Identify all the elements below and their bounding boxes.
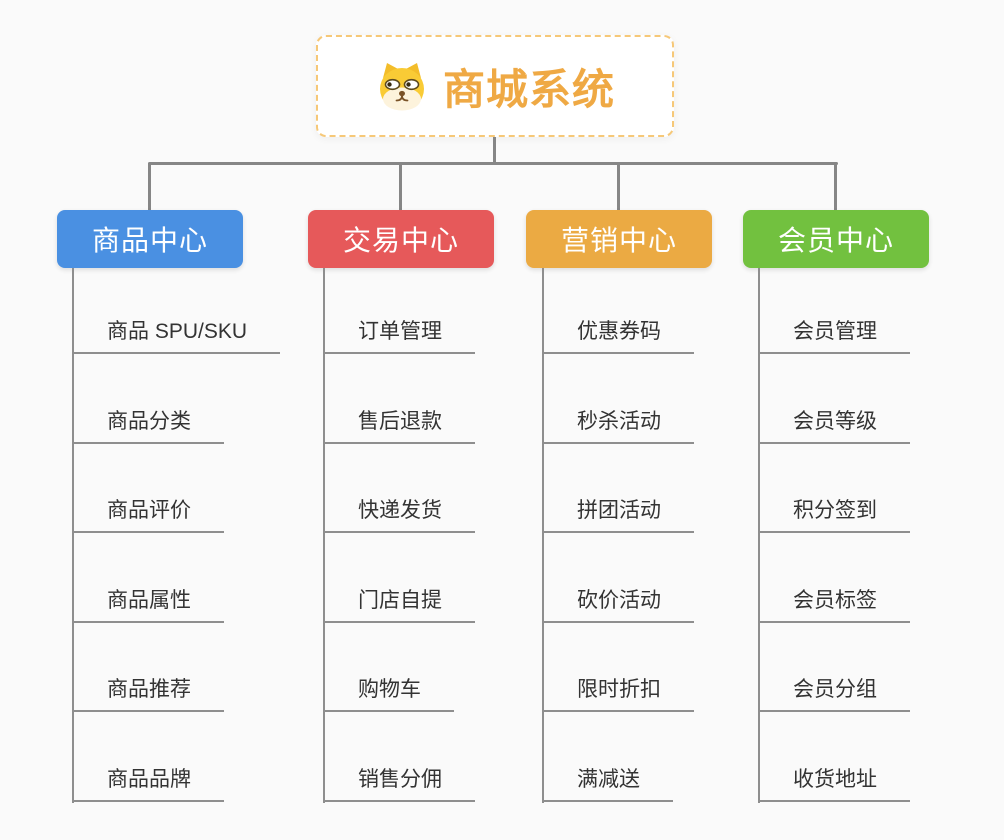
child-label: 订单管理 bbox=[358, 320, 442, 343]
child-label: 商品推荐 bbox=[107, 678, 191, 701]
dog-face-icon bbox=[375, 61, 429, 111]
child-label: 商品属性 bbox=[107, 589, 191, 612]
root-node-mall-system[interactable]: 商城系统 bbox=[316, 35, 674, 137]
child-label: 售后退款 bbox=[358, 410, 442, 433]
child-topic-product-brand[interactable]: 商品品牌 bbox=[72, 760, 224, 802]
child-topic-product-review[interactable]: 商品评价 bbox=[72, 491, 224, 533]
branch-label: 交易中心 bbox=[342, 225, 459, 256]
child-label: 快递发货 bbox=[358, 499, 442, 522]
child-label: 会员标签 bbox=[793, 589, 877, 612]
child-label: 会员管理 bbox=[793, 320, 877, 343]
child-topic-shipping-address[interactable]: 收货地址 bbox=[758, 760, 910, 802]
child-topic-product-category[interactable]: 商品分类 bbox=[72, 402, 224, 444]
child-topic-bargain-activity[interactable]: 砍价活动 bbox=[542, 581, 694, 623]
child-topic-member-tag[interactable]: 会员标签 bbox=[758, 581, 910, 623]
child-topic-limited-time-discount[interactable]: 限时折扣 bbox=[542, 670, 694, 712]
child-label: 会员分组 bbox=[793, 678, 877, 701]
child-topic-full-reduction[interactable]: 满减送 bbox=[542, 760, 673, 802]
branch-node-trade-center[interactable]: 交易中心 bbox=[308, 210, 494, 268]
child-label: 砍价活动 bbox=[577, 589, 661, 612]
child-topic-sales-commission[interactable]: 销售分佣 bbox=[323, 760, 475, 802]
child-topic-member-level[interactable]: 会员等级 bbox=[758, 402, 910, 444]
child-label: 门店自提 bbox=[358, 589, 442, 612]
child-label: 秒杀活动 bbox=[577, 410, 661, 433]
child-topic-shopping-cart[interactable]: 购物车 bbox=[323, 670, 454, 712]
root-title: 商城系统 bbox=[442, 65, 615, 113]
branch-label: 商品中心 bbox=[91, 225, 208, 256]
branch-node-product-center[interactable]: 商品中心 bbox=[57, 210, 243, 268]
child-topic-order-management[interactable]: 订单管理 bbox=[323, 312, 475, 354]
connector-drop-marketing bbox=[617, 163, 620, 210]
connector-drop-trade bbox=[399, 163, 402, 210]
child-topic-product-spu-sku[interactable]: 商品 SPU/SKU bbox=[72, 312, 281, 354]
child-label: 会员等级 bbox=[793, 410, 877, 433]
branch-spine-member bbox=[758, 268, 760, 803]
child-label: 积分签到 bbox=[793, 499, 877, 522]
child-topic-flash-sale[interactable]: 秒杀活动 bbox=[542, 402, 694, 444]
child-topic-coupon-code[interactable]: 优惠券码 bbox=[542, 312, 694, 354]
child-label: 优惠券码 bbox=[577, 320, 661, 343]
child-topic-points-checkin[interactable]: 积分签到 bbox=[758, 491, 910, 533]
child-label: 商品分类 bbox=[107, 410, 191, 433]
connector-drop-member bbox=[834, 163, 837, 210]
child-topic-express-delivery[interactable]: 快递发货 bbox=[323, 491, 475, 533]
connector-drop-product bbox=[148, 163, 151, 210]
child-label: 商品 SPU/SKU bbox=[107, 320, 248, 343]
branch-node-member-center[interactable]: 会员中心 bbox=[743, 210, 929, 268]
child-topic-product-recommend[interactable]: 商品推荐 bbox=[72, 670, 224, 712]
child-label: 销售分佣 bbox=[358, 768, 442, 791]
branch-spine-product bbox=[72, 268, 74, 803]
child-topic-aftersale-refund[interactable]: 售后退款 bbox=[323, 402, 475, 444]
child-topic-member-management[interactable]: 会员管理 bbox=[758, 312, 910, 354]
child-label: 购物车 bbox=[358, 678, 421, 701]
child-label: 商品品牌 bbox=[107, 768, 191, 791]
child-topic-member-group[interactable]: 会员分组 bbox=[758, 670, 910, 712]
child-label: 限时折扣 bbox=[577, 678, 661, 701]
branch-label: 营销中心 bbox=[560, 225, 677, 256]
child-label: 拼团活动 bbox=[577, 499, 661, 522]
branch-spine-trade bbox=[323, 268, 325, 803]
branch-spine-marketing bbox=[542, 268, 544, 803]
connector-root-stem bbox=[493, 137, 496, 164]
child-topic-group-buy[interactable]: 拼团活动 bbox=[542, 491, 694, 533]
connector-horizontal-rail bbox=[148, 162, 838, 165]
child-label: 满减送 bbox=[577, 768, 640, 791]
branch-node-marketing-center[interactable]: 营销中心 bbox=[526, 210, 712, 268]
child-label: 商品评价 bbox=[107, 499, 191, 522]
child-topic-product-attribute[interactable]: 商品属性 bbox=[72, 581, 224, 623]
child-label: 收货地址 bbox=[793, 768, 877, 791]
child-topic-store-pickup[interactable]: 门店自提 bbox=[323, 581, 475, 623]
branch-label: 会员中心 bbox=[777, 225, 894, 256]
